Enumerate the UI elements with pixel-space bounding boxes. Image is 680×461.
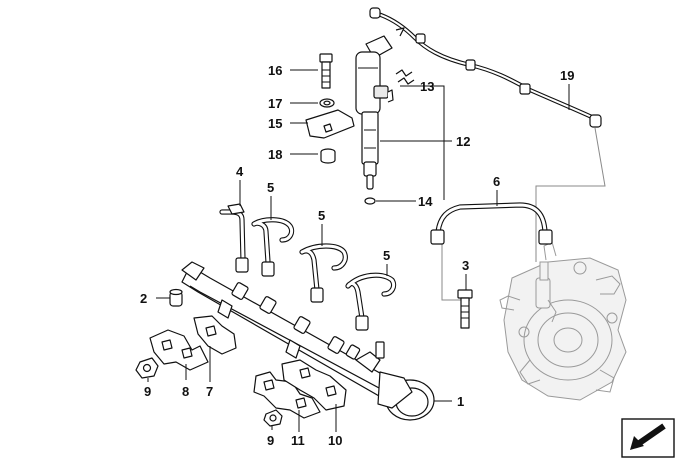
callout-8: 8 [182, 384, 189, 399]
callout-4: 4 [236, 164, 244, 179]
callout-6: 6 [493, 174, 500, 189]
callout-9-left: 9 [144, 384, 151, 399]
high-pressure-pump [499, 241, 627, 401]
injection-line-4 [219, 203, 249, 273]
fuel-injector [355, 35, 394, 190]
injection-line-5a [251, 217, 295, 277]
bracket-8 [149, 329, 209, 371]
leak-off-hose [369, 7, 602, 128]
callout-11: 11 [291, 433, 305, 448]
callout-15: 15 [268, 116, 282, 131]
sleeve-18 [320, 148, 336, 164]
callout-13: 13 [420, 79, 434, 94]
callout-5a: 5 [267, 180, 274, 195]
callout-5c: 5 [383, 248, 390, 263]
injection-line-5c [345, 272, 397, 331]
bolt-3 [457, 289, 473, 329]
callout-2: 2 [140, 291, 147, 306]
common-rail [181, 261, 435, 421]
callout-12: 12 [456, 134, 470, 149]
bracket-11 [253, 371, 321, 419]
bolt-16 [319, 53, 333, 89]
clip-13 [395, 69, 413, 77]
callout-5b: 5 [318, 208, 325, 223]
arrow-down-left-icon [621, 418, 675, 458]
seal-ring-14 [364, 197, 376, 205]
callout-19: 19 [560, 68, 574, 83]
bracket-7 [193, 315, 237, 355]
callout-3: 3 [462, 258, 469, 273]
high-pressure-pipe-6 [430, 202, 553, 245]
leader-13 [400, 85, 445, 200]
callout-17: 17 [268, 96, 282, 111]
injection-line-5b [299, 243, 348, 303]
bracket-10 [281, 359, 347, 411]
pump-leader-hose [535, 127, 606, 262]
callout-16: 16 [268, 63, 282, 78]
callout-1: 1 [457, 394, 464, 409]
sleeve-2 [169, 288, 183, 307]
nut-9-left [135, 357, 159, 379]
callout-7: 7 [206, 384, 213, 399]
nut-9-bottom [263, 409, 283, 427]
callout-14: 14 [418, 194, 433, 209]
callout-18: 18 [268, 147, 282, 162]
callout-10: 10 [328, 433, 342, 448]
clamp-15 [305, 109, 355, 139]
callout-9-bottom: 9 [267, 433, 274, 448]
